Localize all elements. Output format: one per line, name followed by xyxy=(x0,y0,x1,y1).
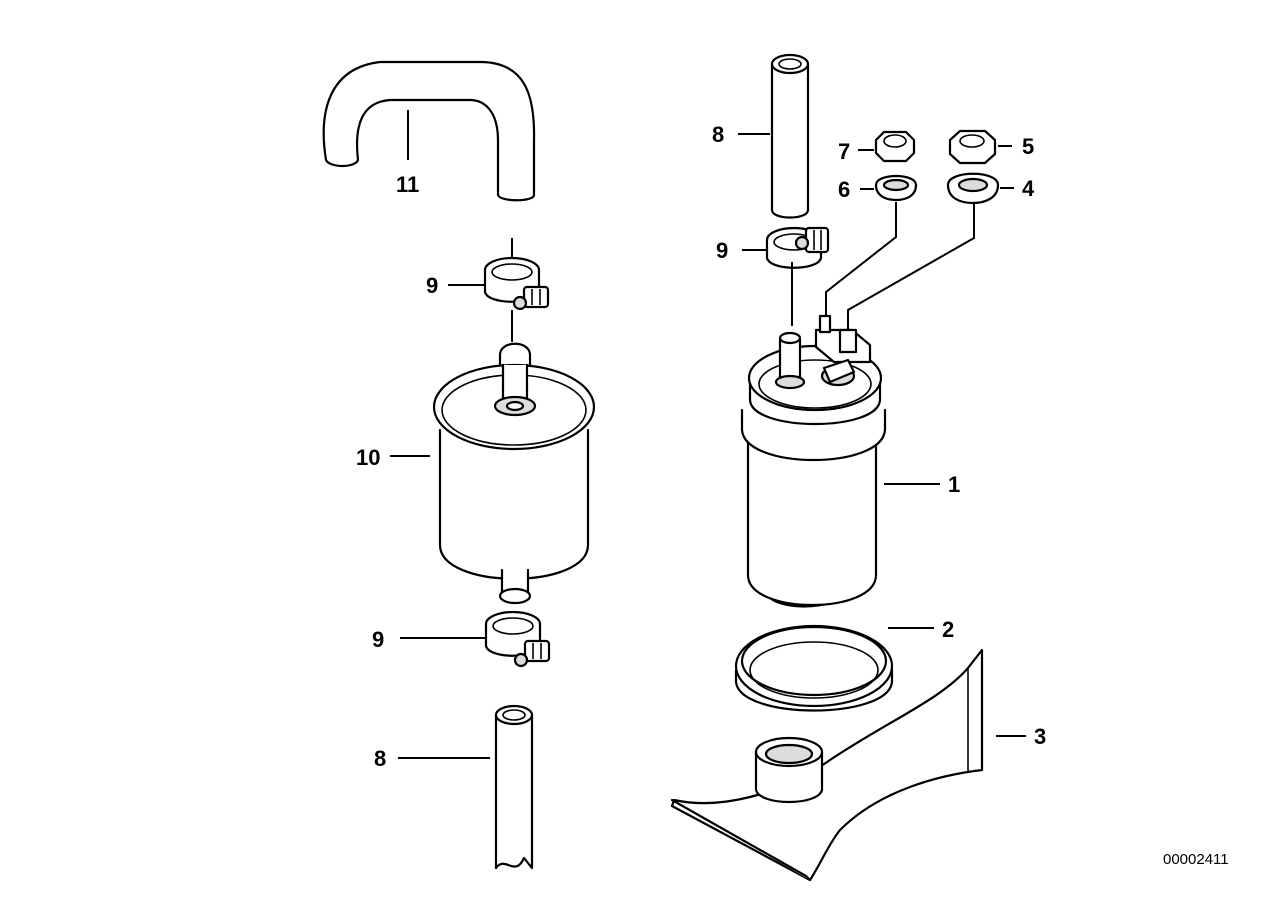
callout-9-right: 9 xyxy=(716,238,728,263)
u-hose-part-11 xyxy=(322,60,536,202)
fuel-filter-part-10 xyxy=(432,342,596,605)
hose-part-8-upper xyxy=(770,53,810,219)
bracket-part-3 xyxy=(670,648,984,882)
callout-9-lower-left: 9 xyxy=(372,627,384,652)
callout-8-upper: 8 xyxy=(712,122,724,147)
hose-clamp-part-9-right xyxy=(765,226,830,269)
nut-part-5 xyxy=(948,129,997,165)
hose-part-8-lower xyxy=(494,704,534,870)
fuel-pump-part-1 xyxy=(740,314,887,608)
callout-4: 4 xyxy=(1022,176,1035,201)
callout-8-lower: 8 xyxy=(374,746,386,771)
callout-5: 5 xyxy=(1022,134,1034,159)
nut-part-7 xyxy=(874,130,916,163)
callout-2: 2 xyxy=(942,617,954,642)
washer-part-4 xyxy=(946,172,1000,205)
leader-lines xyxy=(390,110,1026,759)
callout-10: 10 xyxy=(356,445,380,470)
callout-7: 7 xyxy=(838,139,850,164)
callout-11: 11 xyxy=(396,172,419,197)
callout-6: 6 xyxy=(838,177,850,202)
callout-labels: 1 2 3 4 5 6 7 8 8 9 9 9 10 11 xyxy=(356,122,1046,771)
drawing-number: 00002411 xyxy=(1163,851,1229,868)
seal-ring-part-2 xyxy=(734,624,894,712)
callout-1: 1 xyxy=(948,472,960,497)
hose-clamp-part-9-lower-left xyxy=(484,610,551,668)
hose-clamp-part-9-upper-left xyxy=(483,256,550,311)
callout-9-upper-left: 9 xyxy=(426,273,438,298)
washer-part-6 xyxy=(874,174,918,202)
callout-3: 3 xyxy=(1034,724,1046,749)
